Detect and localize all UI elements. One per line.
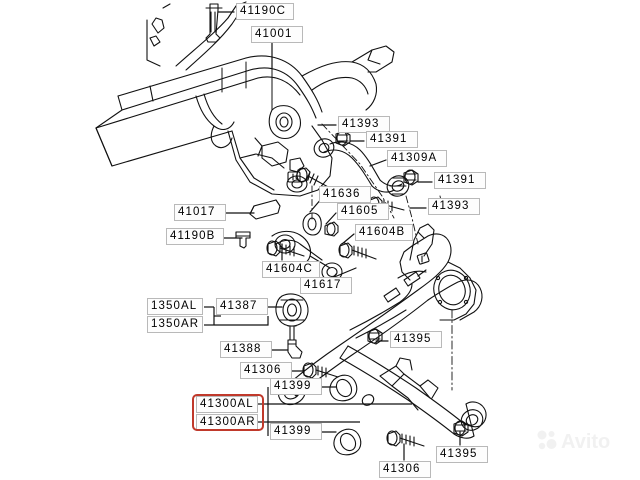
part-number-callout-41300al: 41300AL: [196, 396, 258, 413]
part-number-callout-41605: 41605: [337, 203, 389, 220]
part-number-callout-41399: 41399: [270, 423, 322, 440]
part-number-callout-41395: 41395: [436, 446, 488, 463]
part-number-callout-41636: 41636: [319, 186, 371, 203]
leader-line-41617: [331, 267, 357, 279]
part-number-callout-41190c: 41190C: [236, 3, 294, 20]
part-number-callout-41399: 41399: [270, 378, 322, 395]
part-number-callout-41017: 41017: [174, 204, 226, 221]
part-number-callout-1350ar: 1350AR: [147, 316, 203, 333]
part-number-callout-41393: 41393: [338, 116, 390, 133]
part-number-callout-41391: 41391: [366, 131, 418, 148]
part-number-callout-41306: 41306: [379, 461, 431, 478]
part-number-callout-41393: 41393: [428, 198, 480, 215]
part-number-callout-41190b: 41190B: [166, 228, 224, 245]
leader-line-41605: [325, 212, 337, 225]
part-number-callout-41300ar: 41300AR: [196, 414, 258, 431]
part-number-callout-41309a: 41309A: [387, 150, 447, 167]
part-number-callout-41617: 41617: [300, 277, 352, 294]
part-number-callout-41388: 41388: [220, 341, 272, 358]
leader-line-41604b: [341, 233, 355, 245]
part-number-callout-41395: 41395: [390, 331, 442, 348]
part-number-callout-41391: 41391: [434, 172, 486, 189]
part-number-callout-41604b: 41604B: [355, 224, 413, 241]
leader-line-41309a: [369, 159, 387, 167]
part-number-callout-1350al: 1350AL: [147, 298, 203, 315]
part-number-callout-41387: 41387: [216, 298, 268, 315]
part-number-callout-41306: 41306: [240, 362, 292, 379]
part-number-callout-41604c: 41604C: [262, 261, 320, 278]
part-number-callout-41001: 41001: [251, 26, 303, 43]
